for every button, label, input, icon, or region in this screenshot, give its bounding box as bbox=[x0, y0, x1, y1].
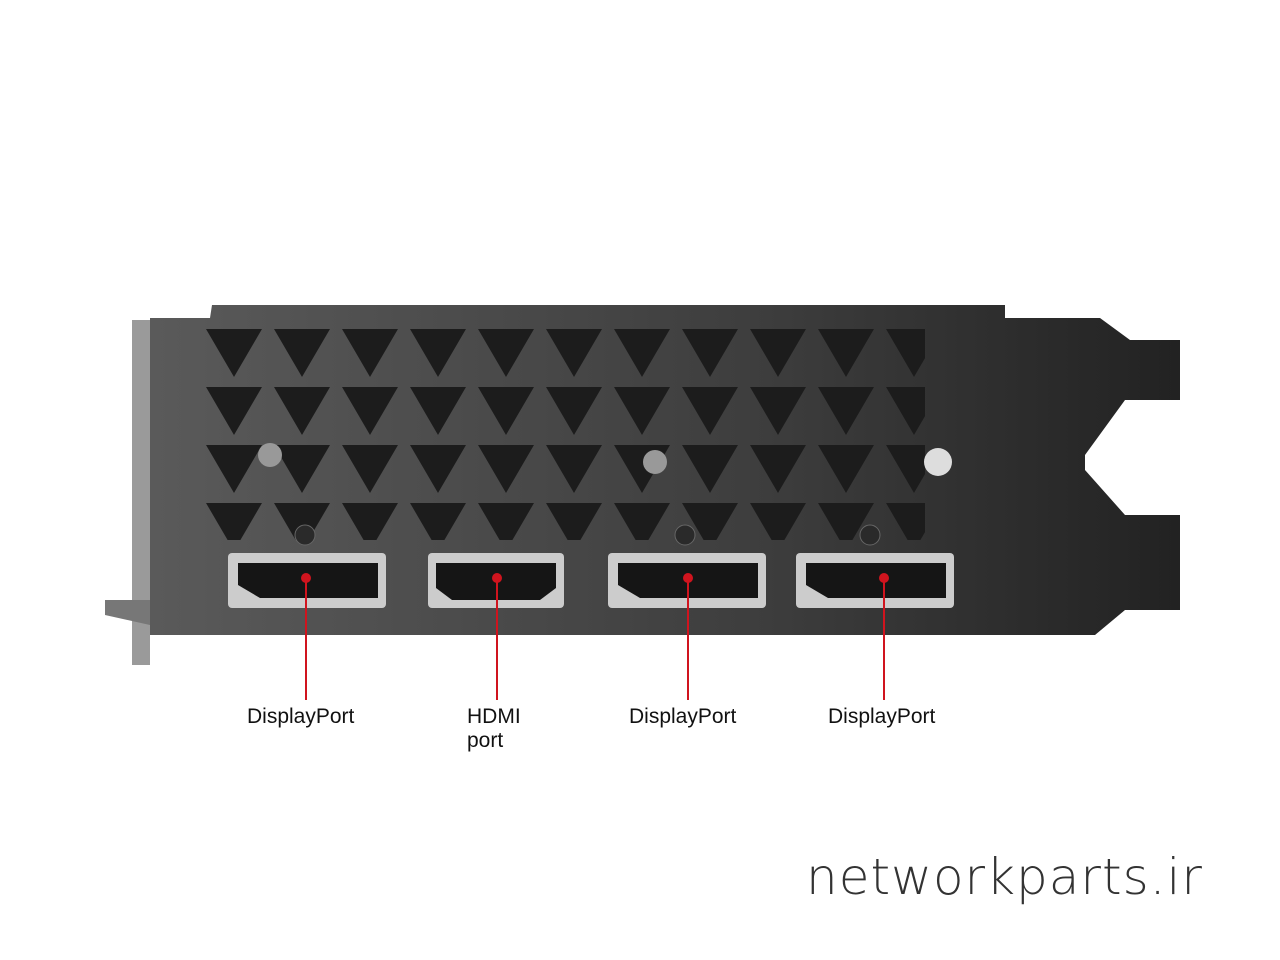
label-displayport-3: DisplayPort bbox=[828, 705, 936, 728]
screw-hole bbox=[924, 448, 952, 476]
label-displayport-2: DisplayPort bbox=[629, 705, 737, 728]
displayport-3 bbox=[796, 553, 954, 608]
vent-grille bbox=[205, 325, 925, 540]
bracket-tab bbox=[132, 320, 150, 665]
label-hdmi-line1: HDMI bbox=[467, 705, 521, 728]
callout-lines bbox=[301, 573, 889, 700]
label-hdmi: HDMI port bbox=[467, 705, 521, 753]
label-hdmi-line2: port bbox=[467, 729, 504, 752]
label-displayport-1: DisplayPort bbox=[247, 705, 355, 728]
watermark: networkparts.ir bbox=[806, 848, 1203, 906]
